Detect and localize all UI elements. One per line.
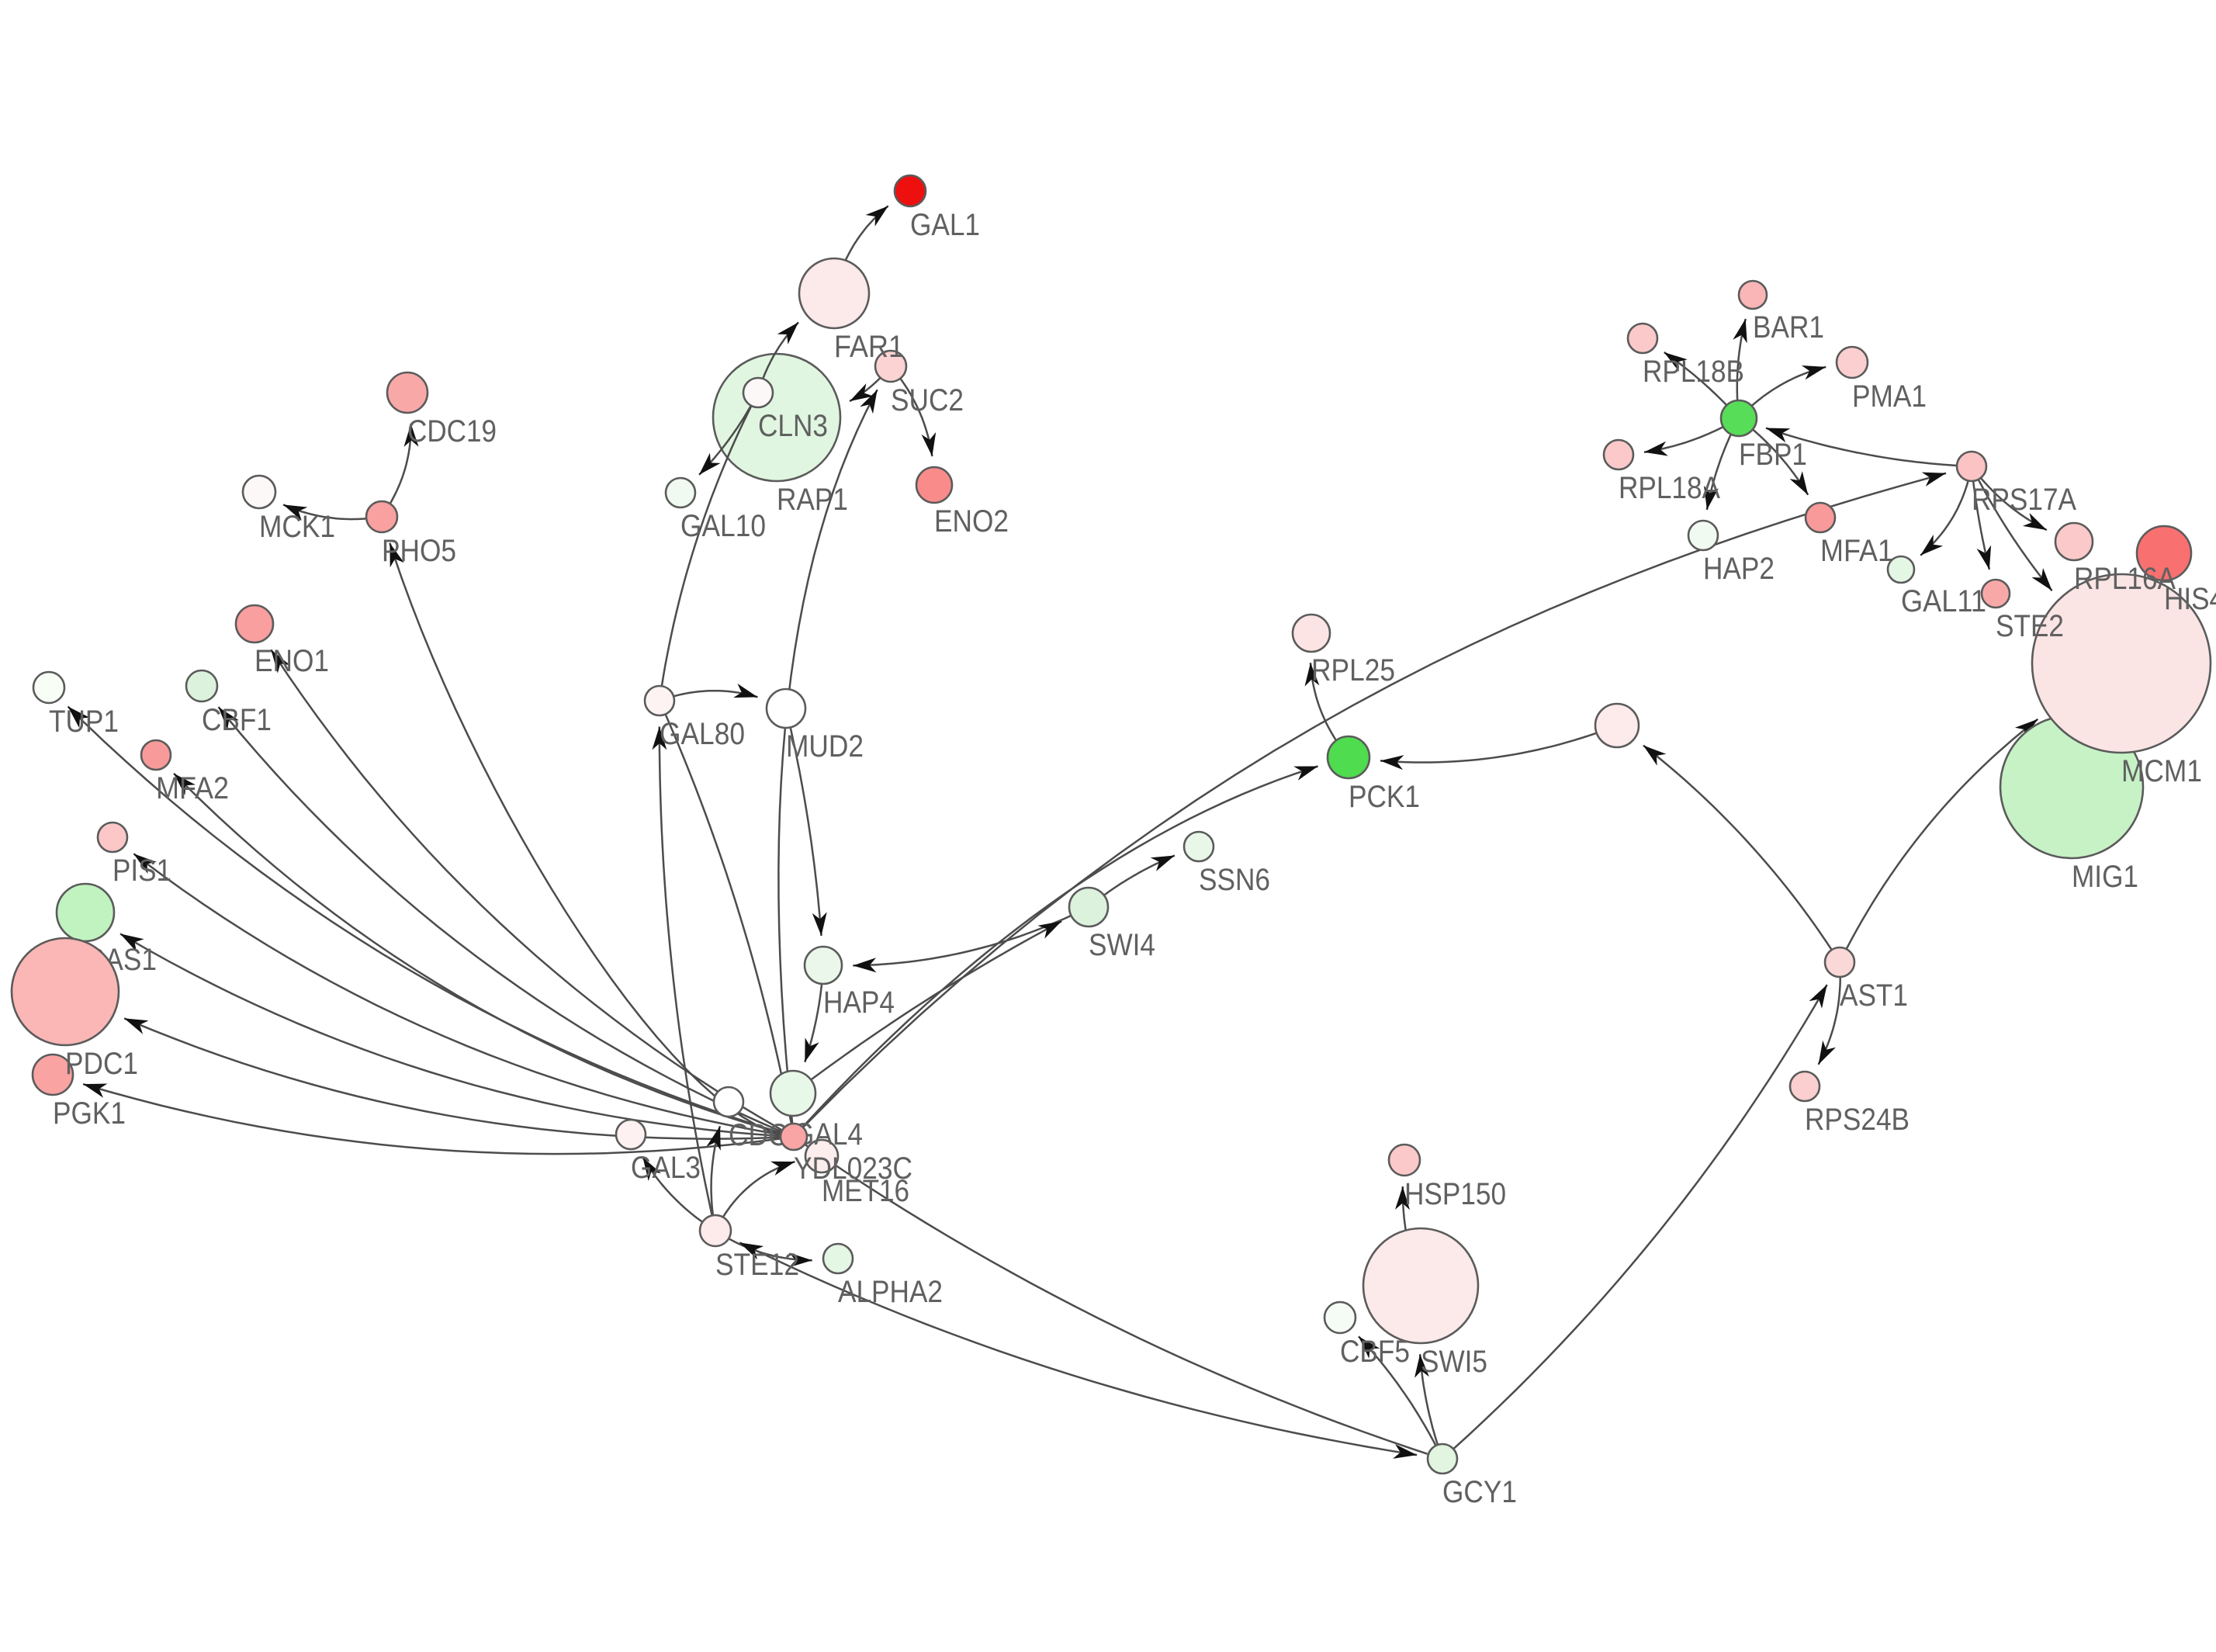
svg-text:ENO2: ENO2	[934, 504, 1009, 539]
svg-text:GAL11: GAL11	[1901, 584, 1986, 618]
svg-text:PDC1: PDC1	[65, 1047, 138, 1081]
svg-text:RPS17A: RPS17A	[1972, 483, 2076, 517]
svg-text:SWI5: SWI5	[1421, 1345, 1487, 1379]
svg-text:PGK1: PGK1	[53, 1096, 126, 1131]
svg-text:MFA2: MFA2	[156, 771, 229, 805]
svg-text:MUD2: MUD2	[786, 729, 864, 764]
svg-text:GAL3: GAL3	[631, 1151, 701, 1185]
svg-text:PIS1: PIS1	[113, 854, 171, 888]
svg-text:PCK1: PCK1	[1349, 780, 1420, 814]
svg-text:MFA1: MFA1	[1820, 534, 1893, 568]
svg-text:MET16: MET16	[822, 1174, 909, 1208]
svg-text:HAP4: HAP4	[823, 985, 895, 1020]
svg-text:TUP1: TUP1	[49, 705, 119, 739]
svg-text:GAL10: GAL10	[680, 509, 766, 543]
svg-text:BAR1: BAR1	[1753, 310, 1824, 345]
svg-text:FBP1: FBP1	[1739, 438, 1807, 472]
svg-text:GAL1: GAL1	[910, 208, 980, 242]
svg-text:HSP150: HSP150	[1404, 1177, 1506, 1211]
svg-text:ALPHA2: ALPHA2	[838, 1275, 943, 1309]
svg-text:CLN3: CLN3	[758, 409, 828, 443]
svg-text:PHO5: PHO5	[382, 534, 456, 568]
svg-text:RAP1: RAP1	[777, 483, 848, 517]
svg-text:RPL16A: RPL16A	[2074, 562, 2176, 596]
svg-text:YDL023C: YDL023C	[794, 1152, 912, 1186]
svg-text:RPS24B: RPS24B	[1805, 1103, 1910, 1137]
svg-text:STE2: STE2	[1996, 609, 2064, 643]
svg-text:GAL80: GAL80	[660, 717, 745, 751]
svg-text:GCY1: GCY1	[1442, 1475, 1517, 1509]
svg-text:MCK1: MCK1	[259, 510, 335, 544]
svg-text:CBF1: CBF1	[202, 703, 272, 737]
svg-text:MCM1: MCM1	[2121, 754, 2202, 788]
svg-text:SWI4: SWI4	[1089, 928, 1155, 962]
svg-text:RPL18B: RPL18B	[1643, 355, 1744, 389]
svg-text:HIS4: HIS4	[2164, 582, 2216, 616]
svg-text:CBF5: CBF5	[1340, 1335, 1410, 1369]
svg-text:HAP2: HAP2	[1703, 552, 1775, 586]
svg-text:SSN6: SSN6	[1199, 863, 1270, 897]
svg-text:ENO1: ENO1	[254, 644, 329, 678]
svg-text:STE12: STE12	[715, 1248, 799, 1282]
svg-text:PMA1: PMA1	[1852, 379, 1927, 414]
svg-text:RPL18A: RPL18A	[1619, 471, 1720, 505]
svg-text:CDC19: CDC19	[407, 414, 497, 448]
svg-text:SUC2: SUC2	[891, 383, 964, 417]
svg-text:RPL25: RPL25	[1311, 653, 1395, 687]
svg-text:AST1: AST1	[1840, 978, 1908, 1013]
svg-text:FAR1: FAR1	[834, 330, 904, 364]
svg-text:MIG1: MIG1	[2072, 860, 2138, 894]
